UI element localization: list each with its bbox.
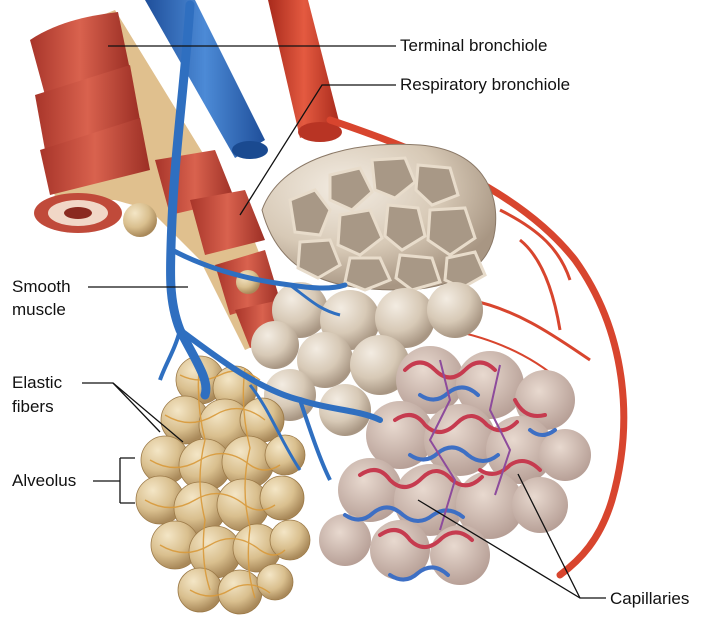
label-terminal-bronchiole: Terminal bronchiole xyxy=(400,35,547,56)
alveolus-bracket xyxy=(93,458,135,503)
label-respiratory-bronchiole: Respiratory bronchiole xyxy=(400,74,570,95)
label-smooth-muscle-line2: muscle xyxy=(12,299,66,320)
label-capillaries: Capillaries xyxy=(610,588,689,609)
label-smooth-muscle-line1: Smooth xyxy=(12,276,71,297)
label-elastic-fibers-line1: Elastic xyxy=(12,372,62,393)
leader-elastic-fibers-b xyxy=(113,383,160,432)
label-elastic-fibers-line2: fibers xyxy=(12,396,54,417)
label-alveolus: Alveolus xyxy=(12,470,76,491)
terminal-bronchiole xyxy=(30,10,290,350)
